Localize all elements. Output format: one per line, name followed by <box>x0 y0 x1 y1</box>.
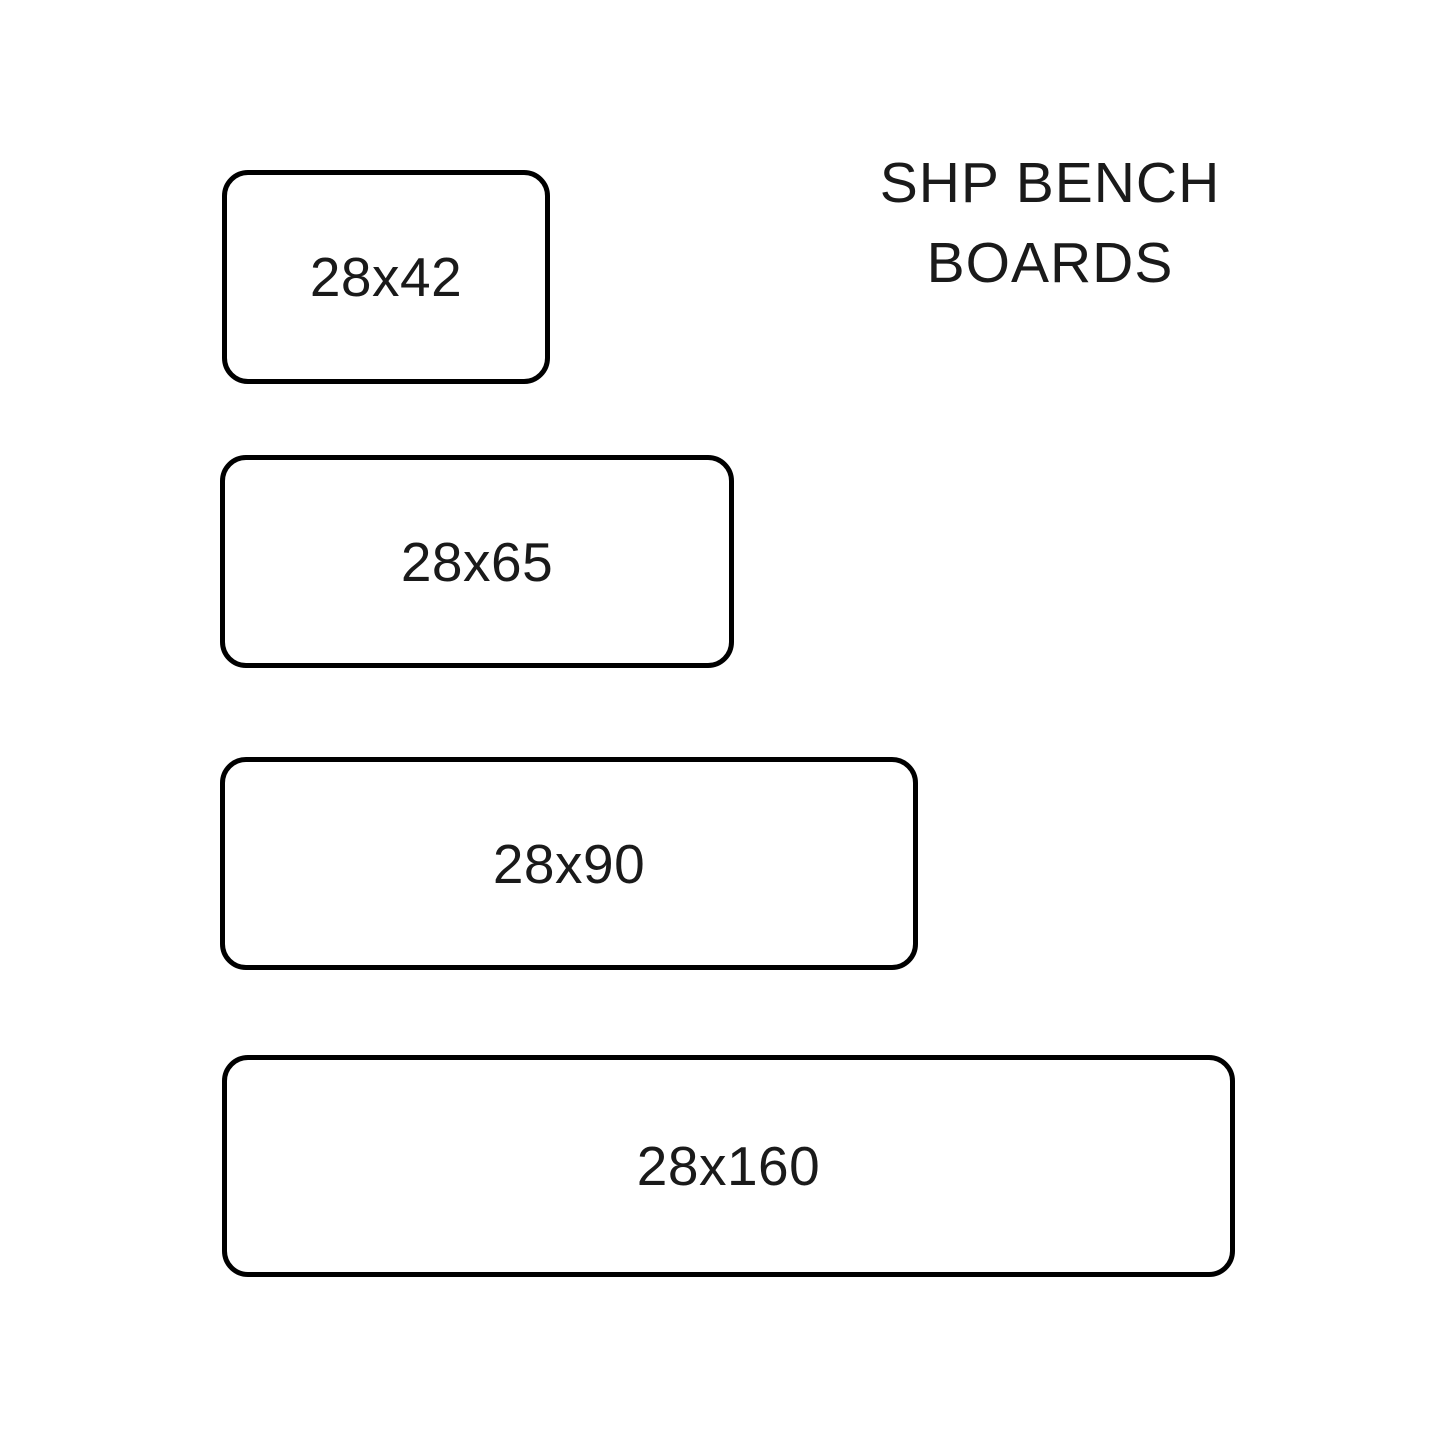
board-28x160: 28x160 <box>222 1055 1235 1277</box>
diagram-title: SHP BENCH BOARDS <box>850 143 1250 303</box>
board-28x42: 28x42 <box>222 170 550 384</box>
board-size-label: 28x90 <box>492 832 646 895</box>
board-28x90: 28x90 <box>220 757 918 970</box>
board-28x65: 28x65 <box>220 455 734 668</box>
board-size-label: 28x160 <box>636 1135 821 1197</box>
board-size-label: 28x42 <box>309 246 463 308</box>
diagram-title-line1: SHP BENCH <box>879 151 1221 215</box>
diagram-title-line2: BOARDS <box>926 231 1174 295</box>
board-size-label: 28x65 <box>400 530 554 593</box>
